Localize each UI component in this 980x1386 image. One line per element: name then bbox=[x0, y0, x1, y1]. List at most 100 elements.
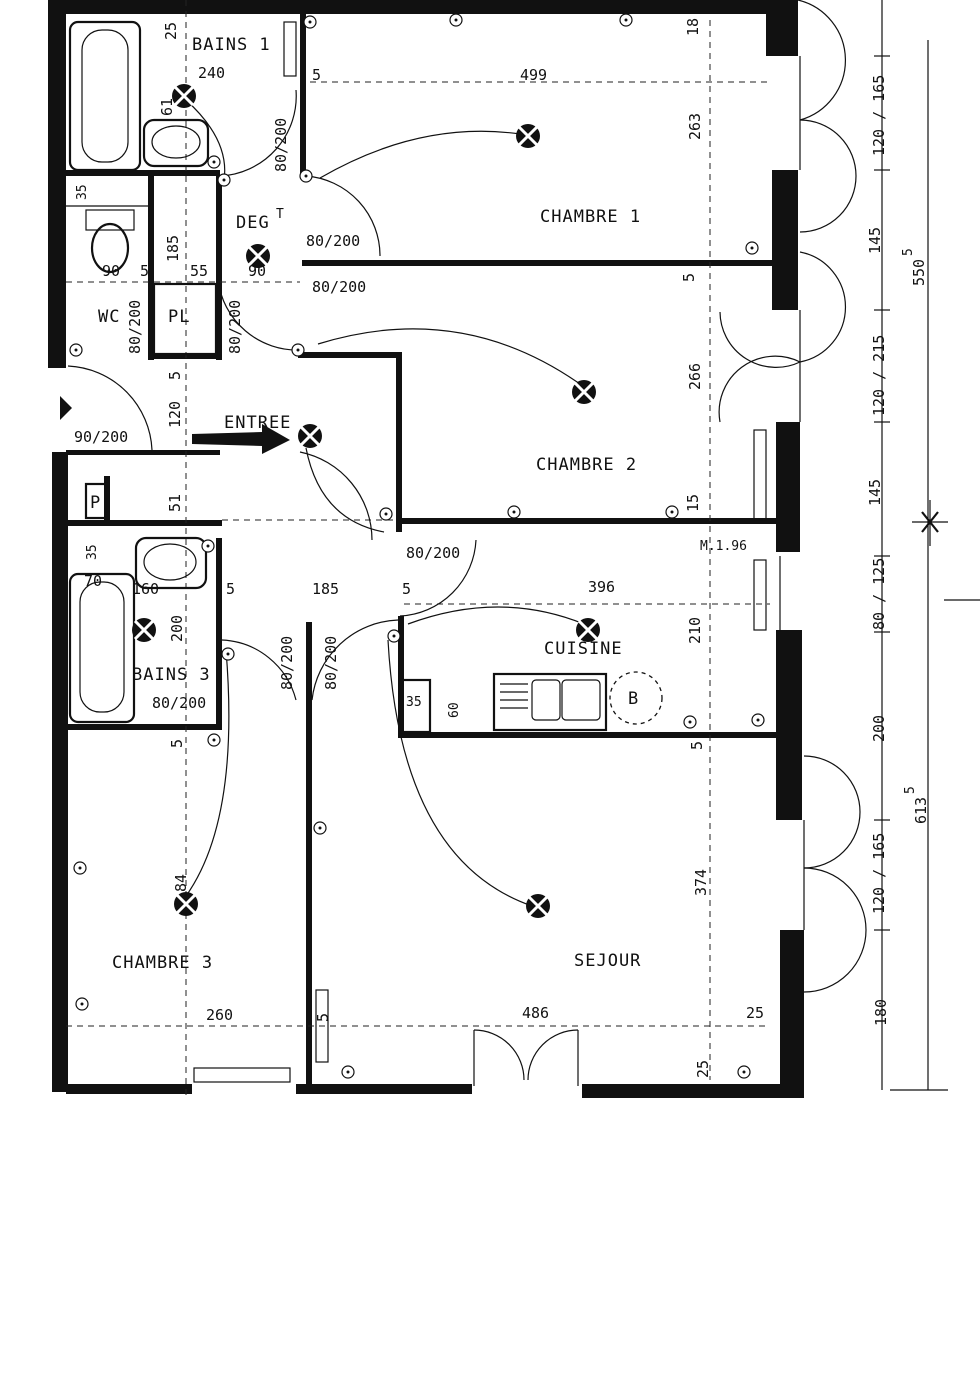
dim-90-200: 90/200 bbox=[74, 428, 128, 446]
rdim-120-165a: 120 / 165 bbox=[870, 75, 888, 156]
socket-icon bbox=[303, 15, 317, 29]
dim-120: 120 bbox=[166, 401, 184, 428]
rdim-180: 180 bbox=[872, 999, 890, 1026]
socket-icon bbox=[207, 733, 221, 747]
dim-5d: 5 bbox=[166, 371, 184, 380]
dim-200v: 200 bbox=[168, 615, 186, 642]
dim-80-200d: 80/200 bbox=[126, 300, 144, 354]
rdim-80-125: 80 / 125 bbox=[870, 558, 888, 630]
dim-5b: 5 bbox=[140, 262, 149, 280]
axis-lines bbox=[66, 0, 770, 1100]
dim-51: 51 bbox=[166, 494, 184, 512]
door-swings bbox=[67, 0, 867, 1086]
dim-5h: 5 bbox=[688, 741, 706, 750]
room-label-p: P bbox=[90, 493, 101, 513]
dim-35c: 35 bbox=[406, 695, 422, 710]
room-label-bains3: BAINS 3 bbox=[132, 665, 211, 685]
labels: BAINS 1 CHAMBRE 1 DEG T WC PL CHAMBRE 2 … bbox=[74, 18, 930, 1078]
rdim-613-sup: 5 bbox=[903, 786, 918, 794]
rdim-200: 200 bbox=[870, 715, 888, 742]
dim-210: 210 bbox=[686, 617, 704, 644]
dim-260: 260 bbox=[206, 1006, 233, 1024]
dim-5c: 5 bbox=[680, 273, 698, 282]
dim-90b: 90 bbox=[248, 262, 266, 280]
ceiling-light-icon bbox=[246, 244, 270, 268]
dim-5f: 5 bbox=[402, 580, 411, 598]
socket-icon bbox=[313, 821, 327, 835]
dim-80-200b: 80/200 bbox=[306, 232, 360, 250]
ceiling-lights bbox=[132, 84, 600, 918]
ceiling-light-icon bbox=[576, 618, 600, 642]
room-label-cuisine: CUISINE bbox=[544, 639, 623, 659]
dim-266: 266 bbox=[686, 363, 704, 390]
dim-55: 55 bbox=[190, 262, 208, 280]
dim-note: M.1.96 bbox=[700, 539, 747, 554]
sockets bbox=[69, 13, 765, 1079]
rdim-550: 550 bbox=[910, 259, 928, 286]
rdim-145b: 145 bbox=[866, 479, 884, 506]
dim-396: 396 bbox=[588, 578, 615, 596]
socket-icon bbox=[69, 343, 83, 357]
socket-icon bbox=[341, 1065, 355, 1079]
dim-486: 486 bbox=[522, 1004, 549, 1022]
room-label-wc: WC bbox=[98, 307, 120, 327]
room-label-pl: PL bbox=[168, 307, 190, 327]
room-label-degt-sup: T bbox=[276, 207, 284, 222]
ceiling-light-icon bbox=[132, 618, 156, 642]
rdim-120-215: 120 / 215 bbox=[870, 335, 888, 416]
room-label-chambre2: CHAMBRE 2 bbox=[536, 455, 637, 475]
dim-263: 263 bbox=[686, 113, 704, 140]
walls bbox=[48, 0, 804, 1098]
socket-icon bbox=[299, 169, 313, 183]
socket-icon bbox=[291, 343, 305, 357]
ceiling-light-icon bbox=[572, 380, 596, 404]
ceiling-light-icon bbox=[174, 892, 198, 916]
dim-5a: 5 bbox=[312, 66, 321, 84]
dim-80-200a: 80/200 bbox=[272, 118, 290, 172]
socket-icon bbox=[751, 713, 765, 727]
dim-90a: 90 bbox=[102, 262, 120, 280]
socket-icon bbox=[207, 155, 221, 169]
dim-5i: 5 bbox=[314, 1013, 332, 1022]
socket-icon bbox=[737, 1065, 751, 1079]
dim-25a: 25 bbox=[162, 22, 180, 40]
room-label-b: B bbox=[628, 689, 639, 709]
socket-icon bbox=[507, 505, 521, 519]
rdim-120-165b: 120 / 165 bbox=[870, 833, 888, 914]
socket-icon bbox=[73, 861, 87, 875]
dim-84: 84 bbox=[172, 874, 190, 892]
dim-240: 240 bbox=[198, 64, 225, 82]
dim-80-200c: 80/200 bbox=[312, 278, 366, 296]
dim-35b: 35 bbox=[85, 544, 100, 560]
ceiling-light-icon bbox=[516, 124, 540, 148]
dim-185v: 185 bbox=[164, 235, 182, 262]
ceiling-light-icon bbox=[298, 424, 322, 448]
socket-icon bbox=[201, 539, 215, 553]
socket-icon bbox=[379, 507, 393, 521]
right-dimension-strip bbox=[874, 0, 980, 1091]
dim-160: 160 bbox=[132, 580, 159, 598]
ceiling-light-icon bbox=[172, 84, 196, 108]
dim-499: 499 bbox=[520, 66, 547, 84]
rdim-550-sup: 5 bbox=[901, 248, 916, 256]
socket-icon bbox=[665, 505, 679, 519]
room-label-chambre3: CHAMBRE 3 bbox=[112, 953, 213, 973]
dim-80-200g: 80/200 bbox=[278, 636, 296, 690]
dim-61: 61 bbox=[158, 98, 176, 116]
room-label-sejour: SEJOUR bbox=[574, 951, 641, 971]
dim-15: 15 bbox=[684, 494, 702, 512]
dim-80-200e: 80/200 bbox=[226, 300, 244, 354]
dim-70: 70 bbox=[84, 572, 102, 590]
dim-18: 18 bbox=[684, 18, 702, 36]
dim-374: 374 bbox=[692, 869, 710, 896]
ceiling-light-icon bbox=[526, 894, 550, 918]
dim-5g: 5 bbox=[168, 739, 186, 748]
entrance-arrow-icon bbox=[60, 396, 290, 454]
dim-5e: 5 bbox=[226, 580, 235, 598]
rdim-145a: 145 bbox=[866, 227, 884, 254]
fixtures bbox=[66, 20, 767, 1083]
socket-icon bbox=[221, 647, 235, 661]
north-arrow-icon bbox=[912, 500, 948, 546]
socket-icon bbox=[745, 241, 759, 255]
